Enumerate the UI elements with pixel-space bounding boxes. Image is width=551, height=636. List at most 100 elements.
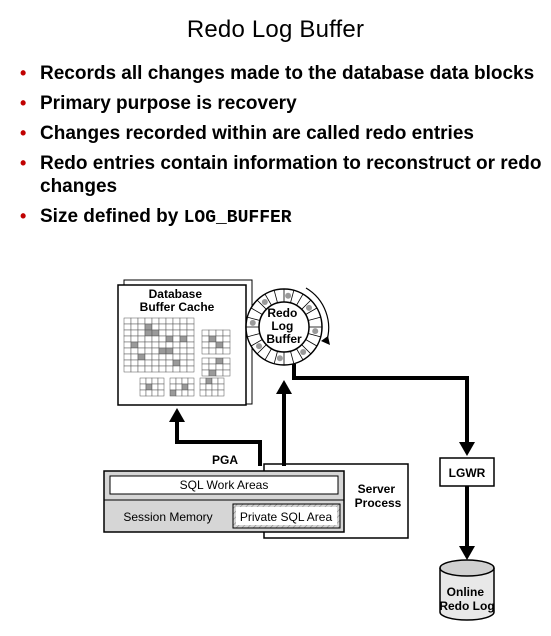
bullet-list: • Records all changes made to the databas…	[20, 62, 545, 237]
redo-entry-marker	[261, 299, 268, 306]
buffer-block	[201, 347, 210, 355]
redo-ring-divider	[247, 316, 260, 321]
buffer-block	[179, 329, 188, 337]
sql-work-areas-box	[109, 475, 339, 495]
buffer-block	[172, 335, 181, 343]
buffer-block	[137, 365, 146, 373]
buffer-block	[144, 347, 153, 355]
buffer-block	[157, 383, 165, 391]
bullet-dot: •	[20, 206, 27, 226]
online-redo-log-body	[439, 568, 495, 621]
buffer-block	[169, 377, 177, 385]
lgwr-label: LGWR	[449, 466, 486, 480]
buffer-block	[158, 359, 167, 367]
buffer-block	[175, 383, 183, 391]
buffer-block	[199, 389, 207, 397]
buffer-block	[158, 323, 167, 331]
buffer-block	[151, 359, 160, 367]
bullet-item: • Size defined by LOG_BUFFER	[20, 205, 545, 230]
buffer-block	[169, 383, 177, 391]
page-title: Redo Log Buffer	[186, 16, 365, 43]
buffer-block	[130, 353, 139, 361]
buffer-block	[217, 377, 225, 385]
buffer-block	[137, 317, 146, 325]
buffer-block	[215, 369, 224, 377]
log-buffer-param: LOG_BUFFER	[183, 208, 292, 228]
redo-log-buffer: Redo Log Buffer	[245, 287, 330, 366]
buffer-block	[123, 335, 132, 343]
redo-entry-marker	[305, 304, 312, 311]
buffer-block	[179, 335, 188, 343]
buffer-block	[139, 377, 147, 385]
bullet-dot: •	[20, 93, 27, 113]
buffer-block	[187, 377, 195, 385]
buffer-block	[144, 359, 153, 367]
buffer-block	[201, 329, 210, 337]
pga-label: PGA	[212, 453, 238, 467]
buffer-block	[208, 329, 217, 337]
buffer-block	[215, 363, 224, 371]
redo-rotation-arrowhead	[321, 336, 330, 345]
buffer-block	[172, 353, 181, 361]
redo-ring-inner	[258, 301, 310, 353]
redo-ring-divider	[264, 293, 272, 306]
buffer-block	[157, 389, 165, 397]
buffer-block	[130, 323, 139, 331]
buffer-block	[137, 353, 146, 361]
redo-ring-divider	[301, 344, 312, 355]
redo-log-buffer-label: Redo Log Buffer	[266, 306, 302, 346]
redo-ring-divider	[290, 290, 295, 303]
online-redo-log-top	[439, 559, 495, 577]
arrow-pga-to-buffer-cache-line	[175, 420, 262, 466]
buffer-block	[137, 341, 146, 349]
buffer-block	[151, 383, 159, 391]
buffer-block	[123, 347, 132, 355]
buffer-block	[222, 329, 231, 337]
buffer-block	[137, 329, 146, 337]
redo-ring-divider	[256, 344, 267, 355]
bullet-dot: •	[20, 63, 27, 83]
buffer-block	[187, 383, 195, 391]
buffer-block	[201, 341, 210, 349]
buffer-block	[181, 377, 189, 385]
arrow-redo-buffer-to-lgwr	[292, 364, 475, 456]
arrow-pga-to-redo-buffer-head	[276, 380, 292, 394]
buffer-block	[201, 369, 210, 377]
redo-ring-divider	[296, 348, 304, 361]
buffer-block	[172, 359, 181, 367]
buffer-block	[139, 389, 147, 397]
arrow-redo-buffer-to-lgwr-head	[459, 442, 475, 456]
redo-ring-divider	[308, 333, 321, 338]
arrow-pga-to-redo-buffer	[276, 380, 292, 466]
buffer-block	[199, 383, 207, 391]
buffer-block	[199, 377, 207, 385]
buffer-block	[144, 317, 153, 325]
bullet-dot: •	[20, 153, 27, 173]
buffer-block	[137, 323, 146, 331]
bullet-item: •Redo entries contain information to rec…	[20, 152, 545, 198]
buffer-block	[151, 389, 159, 397]
redo-ring-divider	[290, 351, 295, 364]
buffer-block-grid-side	[201, 329, 231, 377]
arrow-redo-buffer-to-lgwr-line	[292, 364, 469, 442]
redo-ring-divider	[301, 299, 312, 310]
bullet-text: Size defined by	[40, 206, 184, 227]
buffer-block	[211, 389, 219, 397]
buffer-block	[165, 347, 174, 355]
buffer-block	[144, 329, 153, 337]
buffer-block	[205, 383, 213, 391]
buffer-block	[172, 347, 181, 355]
buffer-block	[211, 383, 219, 391]
buffer-block	[151, 365, 160, 373]
redo-entry-marker	[300, 348, 307, 355]
buffer-block	[158, 335, 167, 343]
buffer-block	[186, 329, 195, 337]
buffer-block	[208, 357, 217, 365]
buffer-block	[157, 377, 165, 385]
buffer-block	[186, 323, 195, 331]
buffer-block	[211, 377, 219, 385]
bullet-text: Records all changes made to the database…	[40, 63, 535, 84]
buffer-block	[205, 377, 213, 385]
buffer-block	[165, 341, 174, 349]
buffer-block	[217, 389, 225, 397]
